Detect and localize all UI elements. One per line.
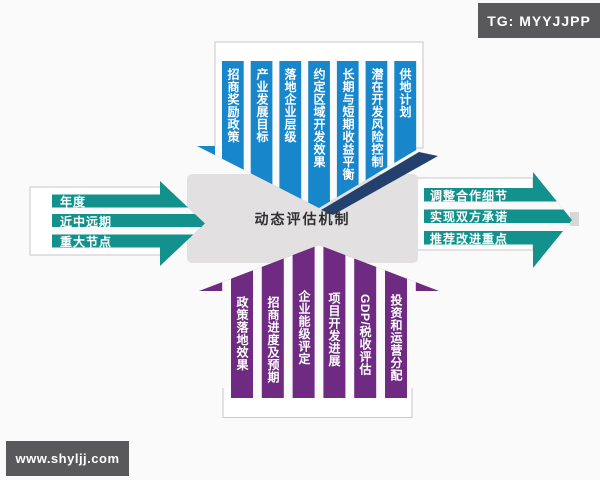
site-watermark-badge: www.shyljj.com: [6, 441, 129, 476]
bottom-arrow-item-label: 企业能级评定: [297, 290, 311, 365]
bottom-arrow-item-label: 招商进度及预期: [266, 296, 280, 384]
top-arrow-item-label: 产业发展目标: [255, 68, 269, 143]
bottom-arrow-item-label: GDP/税收评估: [358, 294, 372, 376]
right-arrow-item-label: 调整合作细节: [430, 188, 509, 203]
top-arrow-item-label: 潜在开发风险控制: [370, 68, 384, 168]
left-arrow-item-label: 近中远期: [60, 214, 113, 229]
left-arrow-item-label: 重大节点: [60, 235, 113, 249]
tg-watermark-badge: TG: MYYJJPP: [478, 3, 600, 38]
top-arrow-shadow: [321, 152, 438, 215]
left-arrow-item-label: 年度: [60, 195, 87, 209]
top-arrow-item-label: 长期与短期收益平衡: [341, 68, 355, 181]
top-arrow-item-label: 落地企业层级: [283, 68, 297, 143]
bottom-arrow-item-label: 政策落地效果: [235, 296, 249, 371]
right-arrow-item-label: 推荐改进重点: [430, 231, 509, 246]
top-arrow-item-label: 招商奖励政策: [226, 68, 240, 143]
top-arrow-item-label: 供地计划: [398, 68, 412, 118]
right-arrow-tip-shadow: [570, 212, 579, 226]
bottom-arrow-item-label: 投资和运营分配: [389, 294, 403, 382]
bottom-arrow-item-label: 项目开发进展: [327, 292, 341, 367]
right-arrow-item-label: 实现双方承诺: [430, 210, 509, 224]
top-arrow-item-label: 约定区域开发效果: [312, 68, 326, 168]
center-title: 动态评估机制: [254, 210, 351, 227]
